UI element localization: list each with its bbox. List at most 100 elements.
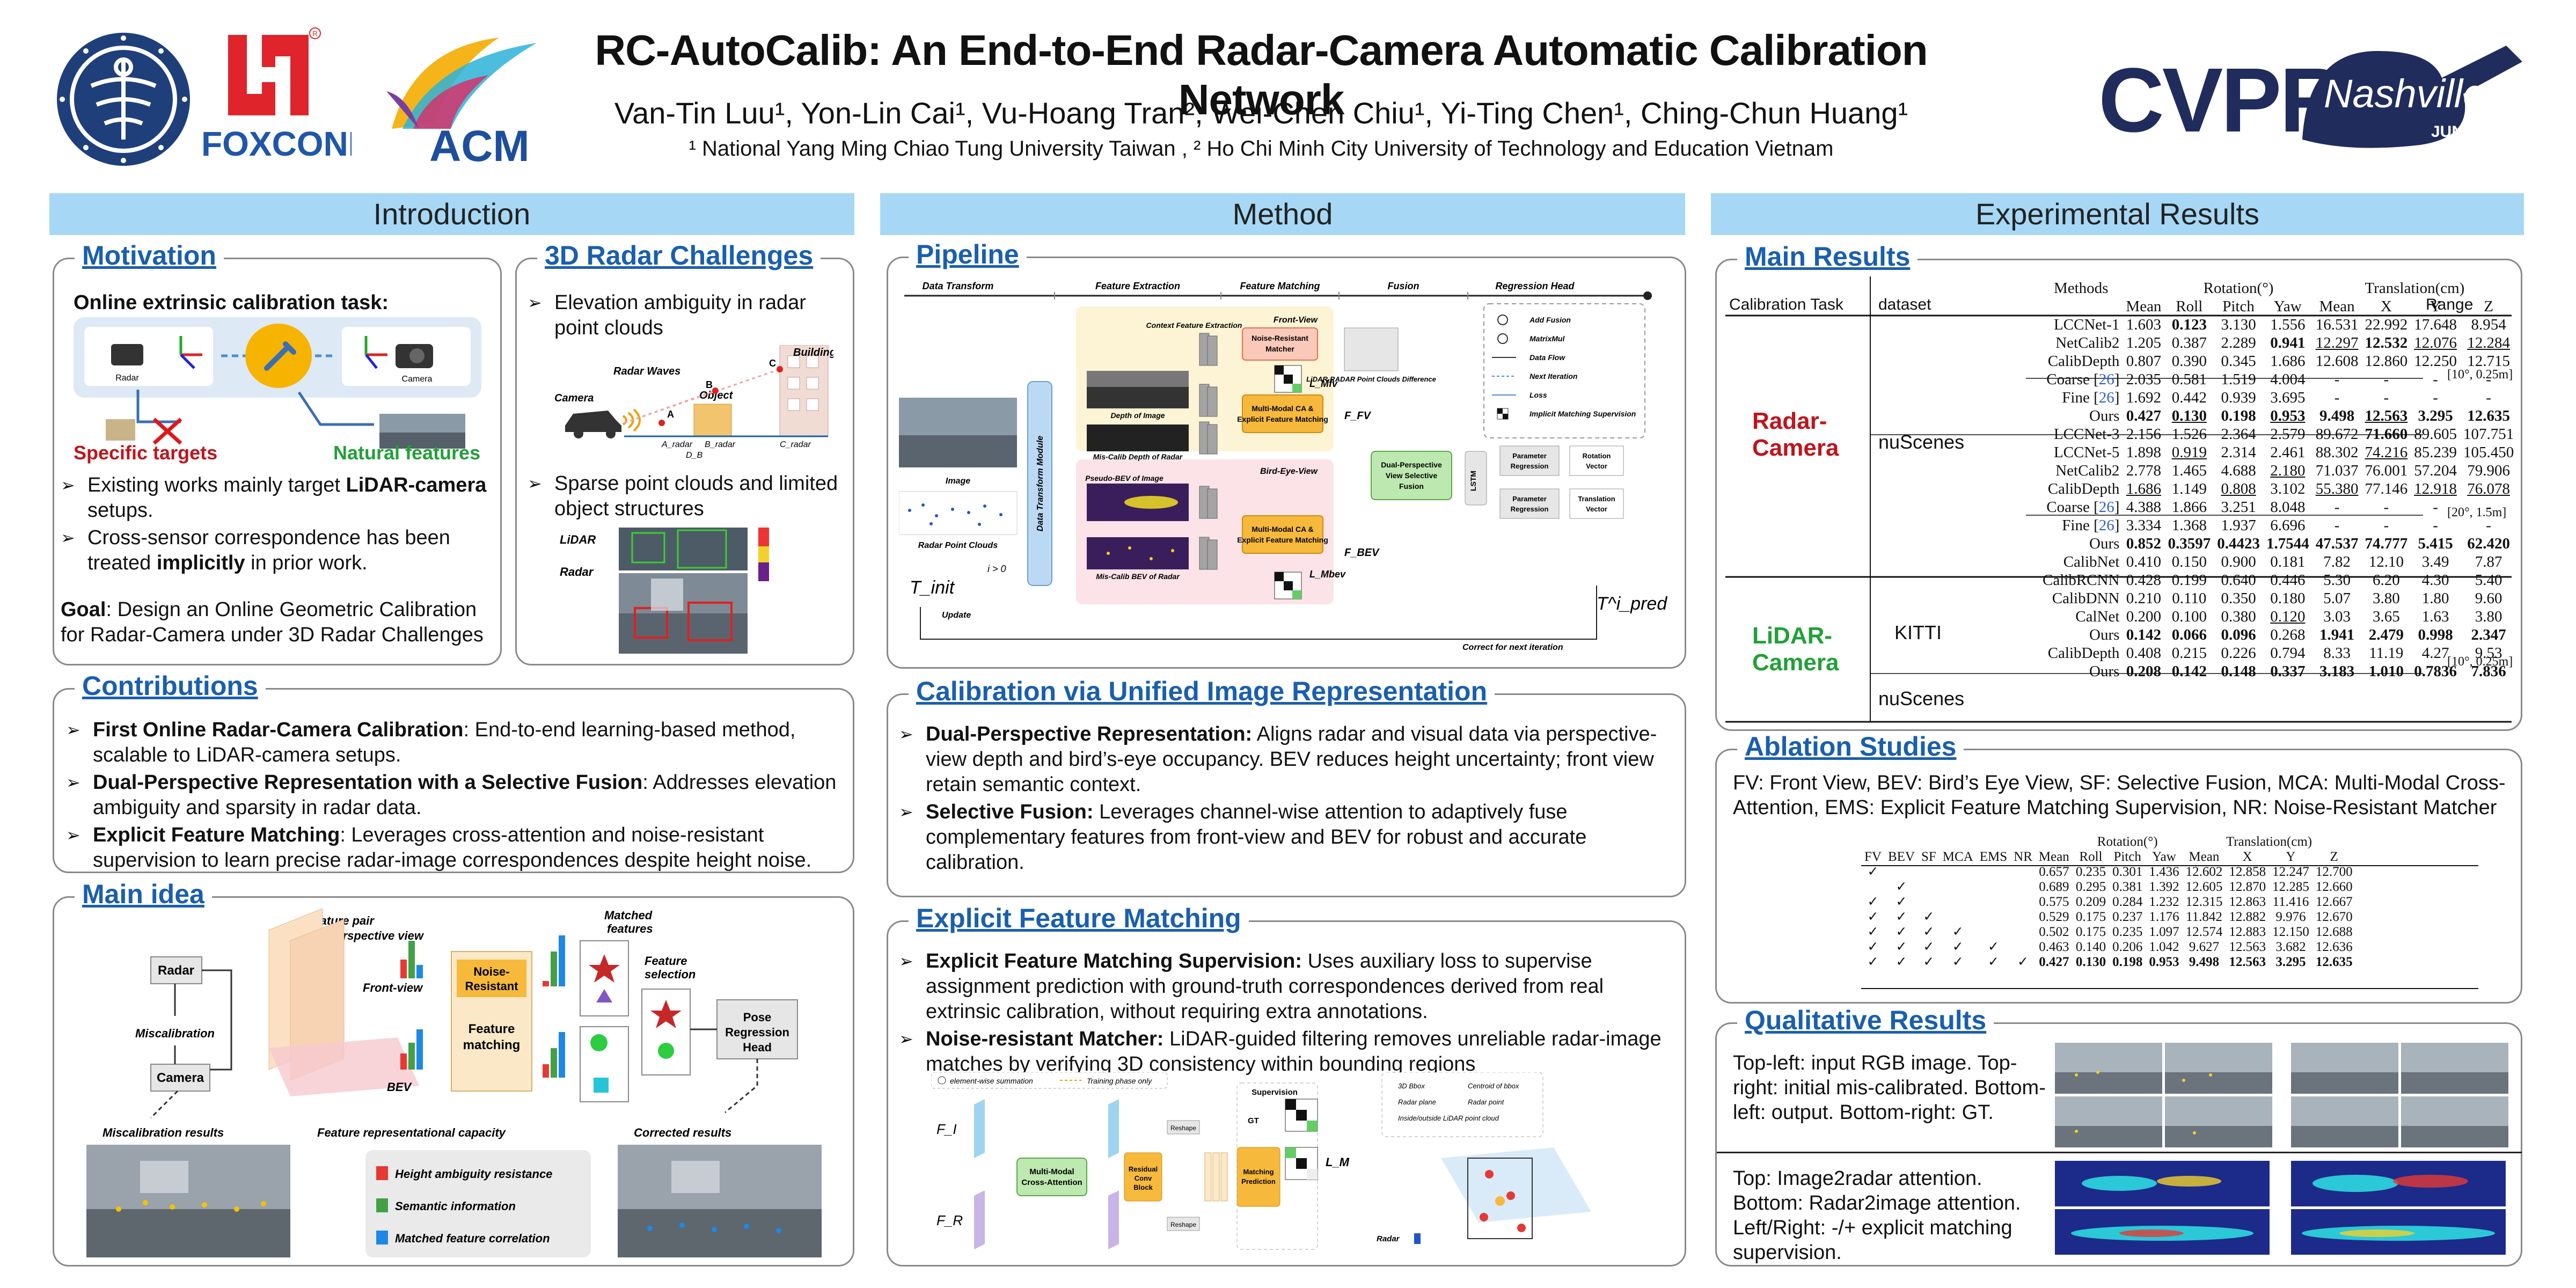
svg-text:LiDAR-RADAR Point Clouds Diffe: LiDAR-RADAR Point Clouds Difference xyxy=(1306,375,1436,383)
header-cell: Translation(cm) xyxy=(2226,835,2312,849)
table-cell: 8.048 xyxy=(2270,499,2306,516)
table-cell: 2.479 xyxy=(2368,626,2404,643)
table-cell: 74.777 xyxy=(2365,535,2408,552)
header-cell: Mean xyxy=(2319,298,2355,315)
table-cell: 12.10 xyxy=(2368,553,2404,570)
table-cell: CalibNet xyxy=(2063,553,2120,570)
table-cell: ✓ xyxy=(1896,955,1907,969)
motivation-bullet: Cross-sensor correspondence has been tre… xyxy=(61,525,490,576)
table-cell: 0.226 xyxy=(2221,645,2256,662)
table-cell: 0.130 xyxy=(2171,407,2207,425)
table-cell: 11.19 xyxy=(2369,645,2404,662)
header-cell: Mean xyxy=(2126,298,2162,315)
radar-challenges-bullet-2: Sparse point clouds and limited object s… xyxy=(528,471,844,524)
svg-text:Object: Object xyxy=(699,390,734,401)
svg-text:Implicit Matching Supervision: Implicit Matching Supervision xyxy=(1529,409,1636,418)
svg-text:Radar Point Clouds: Radar Point Clouds xyxy=(918,541,998,550)
svg-text:Parameter: Parameter xyxy=(1512,452,1547,460)
radar-challenges-bullet-1: Elevation ambiguity in radar point cloud… xyxy=(528,290,844,343)
table-cell: 12.602 xyxy=(2185,865,2223,879)
svg-text:matching: matching xyxy=(463,1038,521,1052)
table-cell xyxy=(1725,462,1878,480)
table-cell: 1.937 xyxy=(2221,517,2256,534)
table-cell: 1.010 xyxy=(2368,663,2404,680)
table-cell: 0.900 xyxy=(2221,553,2256,570)
table-cell xyxy=(1725,516,1878,535)
table-cell: 1.149 xyxy=(2171,480,2207,497)
svg-text:Feature Extraction: Feature Extraction xyxy=(1095,281,1180,291)
table-cell: 0.941 xyxy=(2270,334,2306,352)
table-cell: ✓ xyxy=(1867,895,1879,909)
table-cell: - xyxy=(2383,371,2389,388)
table-cell: ✓ xyxy=(1952,955,1964,969)
table-cell: 12.715 xyxy=(2467,353,2510,370)
table-cell: 0.428 xyxy=(2126,572,2162,589)
svg-text:Data Flow: Data Flow xyxy=(1529,353,1565,362)
table-cell: - xyxy=(2334,499,2340,516)
table-cell: 0.206 xyxy=(2112,940,2143,954)
ablation-description: FV: Front View, BEV: Bird’s Eye View, SF… xyxy=(1733,772,2506,819)
table-cell xyxy=(1725,425,1878,443)
table-cell: 12.315 xyxy=(2185,895,2223,909)
header-cell: Y xyxy=(2286,850,2296,864)
acm-logo: ACM xyxy=(386,38,537,166)
table-cell: 1.176 xyxy=(2149,910,2179,924)
table-cell: 57.204 xyxy=(2414,462,2457,479)
table-cell: 0.175 xyxy=(2075,925,2106,939)
table-cell: 0.807 xyxy=(2126,353,2162,370)
svg-text:LSTM: LSTM xyxy=(1469,471,1477,491)
svg-text:Multi-Modal CA &: Multi-Modal CA & xyxy=(1252,404,1313,413)
table-cell: 0.130 xyxy=(2075,955,2106,969)
svg-text:Pose: Pose xyxy=(743,1011,772,1024)
table-cell: CalibDepth xyxy=(2047,645,2120,662)
table-cell: 1.686 xyxy=(2270,353,2306,370)
table-cell: 77.146 xyxy=(2365,480,2408,497)
citation-link[interactable]: 26 xyxy=(2098,499,2114,516)
table-cell: - xyxy=(2433,517,2438,534)
citation-link[interactable]: 26 xyxy=(2098,389,2114,406)
range-label: [10°, 0.25m] xyxy=(2447,655,2513,669)
table-cell: 1.63 xyxy=(2421,608,2449,625)
table-cell: ✓ xyxy=(1923,925,1935,939)
table-cell xyxy=(1940,895,1977,910)
citation-link[interactable]: 26 xyxy=(2098,371,2114,388)
svg-text:Front-View: Front-View xyxy=(1274,316,1319,325)
table-cell xyxy=(1878,571,2039,589)
contribution-item: First Online Radar-Camera Calibration: E… xyxy=(66,718,839,768)
svg-text:Noise-Resistant: Noise-Resistant xyxy=(1252,334,1308,342)
main-results-rules xyxy=(1725,276,2512,723)
table-cell: 22.992 xyxy=(2365,316,2408,333)
svg-text:Bird-Eye-View: Bird-Eye-View xyxy=(1260,467,1319,476)
table-cell: 8.33 xyxy=(2323,645,2351,662)
table-cell: 0.284 xyxy=(2112,895,2143,909)
svg-text:R: R xyxy=(312,30,317,38)
table-cell xyxy=(1725,407,1878,425)
table-cell: 12.688 xyxy=(2315,925,2353,939)
table-cell xyxy=(1725,626,1878,644)
table-cell: 3.80 xyxy=(2475,608,2502,625)
svg-text:Noise-: Noise- xyxy=(473,965,509,978)
table-cell xyxy=(2010,880,2036,895)
svg-text:Fusion: Fusion xyxy=(1388,281,1419,291)
table-cell: 0.210 xyxy=(2126,590,2162,607)
svg-text:MatrixMul: MatrixMul xyxy=(1529,334,1565,343)
svg-text:Image: Image xyxy=(946,477,970,486)
citation-link[interactable]: 26 xyxy=(2098,517,2114,534)
header-cell: Z xyxy=(2484,298,2493,315)
table-cell: 7.87 xyxy=(2475,553,2502,570)
table-cell: - xyxy=(2486,499,2491,516)
radar-camera-label: Radar-Camera xyxy=(1752,408,1839,461)
table-cell: 1.368 xyxy=(2171,517,2207,534)
table-cell xyxy=(1918,880,1940,895)
svg-text:Camera: Camera xyxy=(554,392,594,404)
table-cell: 1.603 xyxy=(2126,316,2162,333)
